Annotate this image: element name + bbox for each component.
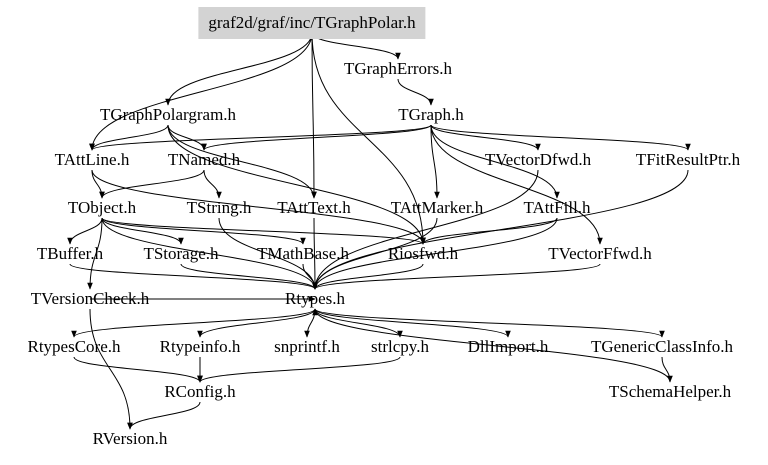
- edge-n17-n19: [312, 263, 601, 290]
- edge-n0-n4: [89, 32, 313, 151]
- edge-n12-n16: [420, 217, 558, 245]
- node-tfitresultptr[interactable]: TFitResultPtr.h: [635, 150, 741, 169]
- node-tvectordfwd[interactable]: TVectorDfwd.h: [484, 150, 592, 169]
- edge-n19-n23: [314, 308, 403, 338]
- edge-n11-n19: [312, 217, 438, 290]
- edge-n1-n3: [397, 78, 434, 106]
- edge-n2-n5: [167, 124, 207, 151]
- edge-n13-n19: [69, 263, 318, 290]
- edge-n3-n5: [201, 124, 432, 151]
- edge-n3-n7: [430, 124, 691, 151]
- node-tgenericclassinfo[interactable]: TGenericClassInfo.h: [590, 337, 734, 356]
- edge-n23-n27: [197, 356, 401, 383]
- edge-n8-n15: [101, 217, 306, 245]
- node-tbuffer[interactable]: TBuffer.h: [36, 244, 104, 263]
- edge-n19-n20: [71, 308, 316, 338]
- node-tgraph[interactable]: TGraph.h: [398, 105, 464, 124]
- edge-n0-n2: [165, 32, 313, 106]
- edge-n2-n16: [167, 124, 426, 245]
- node-tgraphpolargram[interactable]: TGraphPolargram.h: [99, 105, 237, 124]
- node-tgrapherrors[interactable]: TGraphErrors.h: [343, 59, 453, 78]
- edge-n3-n6: [430, 124, 541, 151]
- node-rtypescore[interactable]: RtypesCore.h: [27, 337, 121, 356]
- edge-n8-n18: [87, 217, 103, 290]
- edge-n10-n19: [312, 217, 318, 290]
- node-dllimport[interactable]: DllImport.h: [467, 337, 549, 356]
- node-tversioncheck[interactable]: TVersionCheck.h: [30, 289, 150, 308]
- edge-n8-n16: [101, 217, 426, 245]
- node-tmathbase[interactable]: TMathBase.h: [256, 244, 350, 263]
- edge-n20-n27: [73, 356, 203, 383]
- edge-n19-n21: [197, 308, 316, 338]
- node-rconfig[interactable]: RConfig.h: [164, 382, 236, 401]
- node-tnamed[interactable]: TNamed.h: [167, 150, 241, 169]
- edge-n19-n24: [314, 308, 511, 338]
- node-tattmarker[interactable]: TAttMarker.h: [390, 198, 484, 217]
- edge-n3-n4: [89, 124, 432, 151]
- edge-n8-n14: [101, 217, 184, 245]
- node-tschemahelper[interactable]: TSchemaHelper.h: [608, 382, 732, 401]
- edge-n18-n28: [89, 308, 133, 430]
- edge-n26-n19: [312, 308, 671, 383]
- edge-n14-n19: [180, 263, 318, 290]
- node-graphpolar-header[interactable]: graf2d/graf/inc/TGraphPolar.h: [198, 7, 426, 39]
- edge-n12-n19: [312, 217, 558, 290]
- node-rversion[interactable]: RVersion.h: [92, 429, 168, 448]
- edge-n8-n13: [67, 217, 103, 245]
- node-tstorage[interactable]: TStorage.h: [143, 244, 219, 263]
- edge-n0-n16: [311, 32, 426, 245]
- edge-n0-n10: [311, 32, 317, 199]
- edge-n27-n28: [127, 401, 201, 430]
- node-rtypes[interactable]: Rtypes.h: [285, 289, 345, 308]
- edge-n3-n12: [430, 124, 560, 199]
- node-tatttext[interactable]: TAttText.h: [277, 198, 351, 217]
- node-tattline[interactable]: TAttLine.h: [54, 150, 130, 169]
- node-snprintf[interactable]: snprintf.h: [274, 337, 340, 356]
- edge-n2-n10: [167, 124, 317, 199]
- node-tvectorffwd[interactable]: TVectorFfwd.h: [548, 244, 652, 263]
- node-tobject[interactable]: TObject.h: [67, 198, 137, 217]
- edge-n19-n25: [314, 308, 665, 338]
- edge-n16-n19: [312, 263, 424, 290]
- edge-n3-n17: [430, 124, 603, 245]
- node-tattfill[interactable]: TAttFill.h: [523, 198, 591, 217]
- node-rtypeinfo[interactable]: Rtypeinfo.h: [159, 337, 241, 356]
- edge-n5-n8: [99, 169, 205, 199]
- edge-n5-n9: [203, 169, 222, 199]
- edge-n4-n16: [91, 169, 426, 245]
- node-strlcpy[interactable]: strlcpy.h: [371, 337, 429, 356]
- edge-n6-n19: [312, 169, 539, 290]
- edge-n3-n11: [430, 124, 440, 199]
- edge-n8-n19: [101, 217, 318, 290]
- node-tstring[interactable]: TString.h: [186, 198, 252, 217]
- node-riosfwd[interactable]: Riosfwd.h: [387, 244, 459, 263]
